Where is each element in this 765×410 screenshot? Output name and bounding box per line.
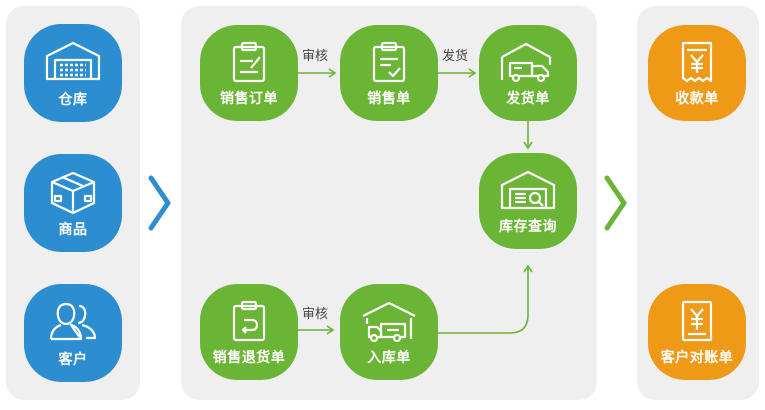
- node-label: 仓库: [58, 92, 88, 108]
- node-product[interactable]: 商品: [24, 154, 122, 252]
- node-inventory-query[interactable]: 库存查询: [479, 153, 577, 249]
- clipboard-return-icon: [200, 300, 298, 342]
- clipboard-edit-icon: [200, 41, 298, 83]
- node-label: 销售退货单: [212, 350, 286, 366]
- node-label: 销售单: [367, 91, 411, 107]
- node-warehouse[interactable]: 仓库: [24, 24, 122, 122]
- node-label: 收款单: [675, 91, 719, 107]
- inventory-search-icon: [479, 169, 577, 211]
- node-label: 客户对账单: [660, 350, 734, 366]
- node-delivery-note[interactable]: 发货单: [479, 25, 577, 121]
- node-customer[interactable]: 客户: [24, 284, 122, 382]
- node-label: 入库单: [367, 350, 411, 366]
- product-box-icon: [24, 170, 122, 216]
- node-label: 商品: [58, 222, 88, 238]
- chevron-right-icon-left: [148, 175, 171, 231]
- arrow-inbound-to-inventory: [438, 264, 533, 334]
- chevron-right-icon-right: [604, 175, 627, 231]
- node-label: 发货单: [506, 91, 550, 107]
- edge-label-approve-return: 审核: [302, 307, 329, 322]
- node-receipt[interactable]: 收款单: [648, 25, 746, 121]
- edge-label-ship: 发货: [442, 49, 469, 64]
- warehouse-icon: [24, 40, 122, 82]
- node-sales-order[interactable]: 销售订单: [200, 25, 298, 121]
- node-label: 库存查询: [499, 219, 557, 235]
- node-label: 客户: [58, 352, 88, 368]
- customers-icon: [24, 300, 122, 342]
- node-customer-statement[interactable]: 客户对账单: [648, 284, 746, 380]
- statement-yen-icon: [648, 300, 746, 344]
- node-inbound[interactable]: 入库单: [340, 284, 438, 380]
- inbound-truck-icon: [340, 300, 438, 342]
- edge-label-approve: 审核: [302, 49, 329, 64]
- node-sales-slip[interactable]: 销售单: [340, 25, 438, 121]
- receipt-yen-icon: [648, 41, 746, 85]
- node-label: 销售订单: [220, 91, 278, 107]
- clipboard-check-icon: [340, 41, 438, 83]
- node-sales-return[interactable]: 销售退货单: [200, 284, 298, 380]
- delivery-truck-icon: [479, 41, 577, 83]
